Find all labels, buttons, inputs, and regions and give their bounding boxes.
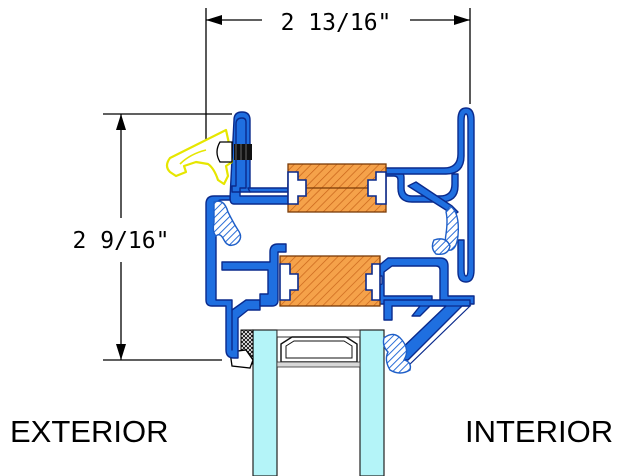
width-dimension-label: 2 13/16" [281, 10, 392, 36]
width-dimension: 2 13/16" [205, 8, 471, 152]
aluminum-frame [205, 107, 475, 359]
glass-spacer [276, 329, 361, 368]
height-dimension: 2 9/16" [73, 113, 232, 361]
interior-bulb-seal-mid [431, 238, 451, 256]
thermal-break-lower-lug-right [365, 263, 381, 301]
exterior-bulb-seal [212, 200, 242, 247]
thermal-break-upper-lug-right [367, 171, 387, 205]
width-arrow-right [454, 15, 470, 25]
frame-lower-web [221, 243, 287, 307]
height-arrow-top [116, 114, 126, 130]
frame-upper-interior-hook [383, 169, 459, 203]
thermal-break-upper-lug-left [287, 171, 307, 205]
glass-panes [252, 329, 385, 476]
weather-seals [212, 200, 460, 374]
interior-glazing-gasket [382, 333, 412, 374]
glass-pane-interior [359, 329, 385, 476]
interior-label: INTERIOR [465, 414, 614, 449]
frame-exterior-top-leg [229, 111, 291, 205]
exterior-wedge-gasket [165, 128, 234, 186]
thermal-breaks [279, 163, 387, 307]
thermal-break-lower-lug-left [279, 263, 299, 301]
glass-pane-exterior [252, 329, 278, 476]
frame-upper-chamber [383, 107, 475, 283]
width-arrow-left [206, 15, 222, 25]
height-arrow-bottom [116, 344, 126, 360]
exterior-label: EXTERIOR [10, 414, 169, 449]
height-dimension-label: 2 9/16" [73, 228, 170, 254]
fastener-screw [216, 141, 252, 163]
frame-interior-strut [407, 181, 459, 217]
